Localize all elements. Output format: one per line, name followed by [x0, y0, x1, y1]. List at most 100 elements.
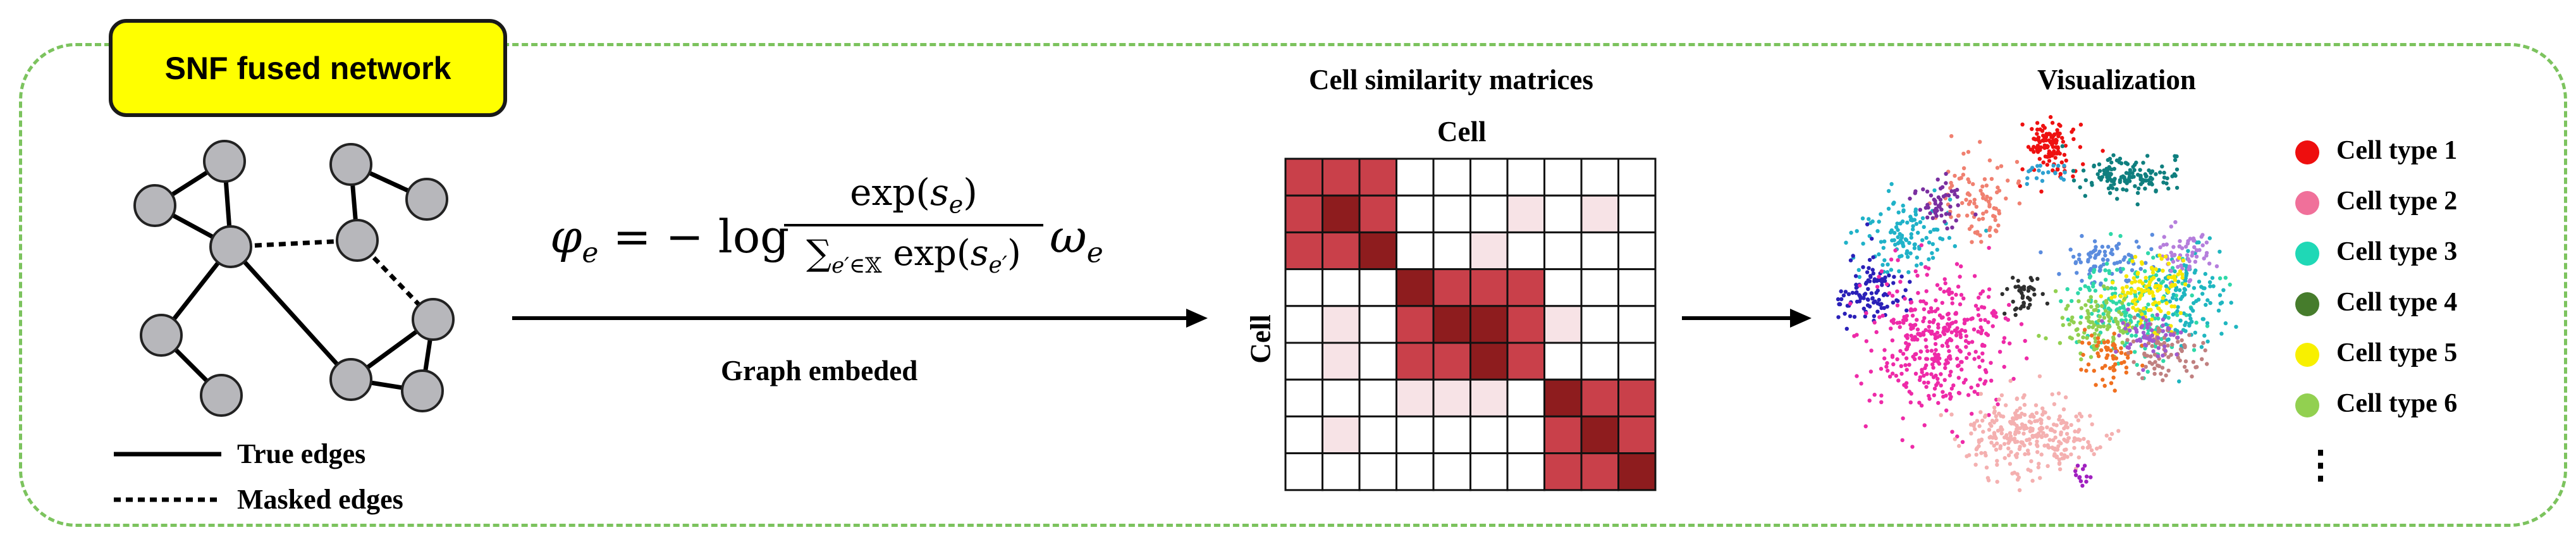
embedding-point [2173, 269, 2177, 274]
embedding-point [2166, 355, 2171, 359]
embedding-point [2051, 168, 2055, 173]
embedding-point [2103, 364, 2107, 368]
embedding-point [2136, 313, 2140, 318]
embedding-point [1946, 338, 1950, 343]
embedding-point [2092, 164, 2096, 169]
embedding-point [2044, 138, 2048, 142]
embedding-point [1882, 239, 1887, 244]
matrix-cell [1543, 452, 1583, 491]
embedding-point [1913, 323, 1918, 327]
cell-type-swatch [2295, 393, 2319, 417]
embedding-point [2092, 331, 2097, 336]
embedding-point [2107, 191, 2113, 195]
embedding-point [1879, 212, 1883, 216]
embedding-point [2008, 438, 2013, 442]
embedding-point [1868, 221, 1873, 225]
embedding-point [2140, 281, 2145, 286]
embedding-point [2110, 186, 2115, 190]
embedding-point [2146, 302, 2150, 307]
embedding-point [2075, 437, 2080, 441]
embedding-point [2047, 438, 2052, 442]
embedding-point [2045, 144, 2050, 149]
embedding-point [2157, 253, 2162, 257]
embedding-point [2194, 320, 2199, 325]
embedding-point [1972, 201, 1977, 206]
embedding-point [2163, 349, 2168, 353]
embedding-point [2178, 311, 2183, 316]
embedding-point [1984, 197, 1989, 202]
cell-type-label: Cell type 4 [2336, 288, 2458, 317]
embedding-point [2050, 392, 2054, 397]
embedding-point [2001, 340, 2006, 344]
embedding-point [2027, 169, 2031, 174]
embedding-point [1904, 308, 1909, 312]
graph-node [401, 369, 444, 412]
embedding-point [1890, 293, 1895, 298]
embedding-point [1837, 302, 1842, 306]
embedding-point [2179, 263, 2183, 268]
embedding-point [1849, 230, 1853, 235]
embedding-point [2017, 201, 2022, 206]
embedding-point [1904, 334, 1908, 338]
embedding-point [2200, 357, 2204, 361]
embedding-point [1966, 177, 1970, 182]
embedding-point [2017, 447, 2022, 452]
embedding-point [1910, 313, 1915, 318]
embedding-point [2176, 280, 2181, 284]
umap-scatter [1836, 114, 2238, 493]
embedding-point [1964, 345, 1968, 349]
graph-node [329, 143, 372, 186]
embedding-point [2155, 312, 2159, 317]
embedding-point [2029, 459, 2033, 464]
embedding-point [1923, 338, 1928, 342]
embedding-point [2119, 346, 2123, 350]
embedding-point [2071, 137, 2076, 142]
embedding-point [2087, 315, 2091, 319]
embedding-point [2063, 144, 2068, 148]
embedding-point [2143, 353, 2147, 358]
embedding-point [1890, 338, 1895, 343]
embedding-point [2116, 320, 2120, 324]
embedding-point [1932, 332, 1937, 337]
embedding-point [2119, 312, 2124, 316]
embedding-point [1886, 206, 1891, 211]
graph-node [133, 184, 176, 227]
embedding-point [1969, 385, 1973, 390]
embedding-point [1937, 361, 1942, 366]
embedding-point [1918, 207, 1922, 212]
embedding-point [2150, 343, 2154, 349]
embedding-point [2068, 247, 2073, 252]
embedding-point [2058, 123, 2063, 128]
matrix-cell [1322, 268, 1361, 307]
embedding-point [2165, 338, 2169, 342]
embedding-point [1867, 266, 1871, 270]
embedding-point [2140, 376, 2145, 381]
embedding-point [1953, 328, 1958, 333]
matrix-cell [1580, 342, 1619, 381]
embedding-point [2169, 269, 2173, 273]
embedding-point [2131, 276, 2136, 280]
matrix-cell [1284, 342, 1323, 381]
embedding-point [2157, 287, 2162, 292]
matrix-cell [1506, 415, 1545, 455]
embedding-point [1947, 392, 1952, 396]
embedding-point [1906, 255, 1910, 259]
embedding-point [1891, 371, 1895, 376]
embedding-point [2166, 368, 2171, 373]
embedding-point [2135, 190, 2140, 195]
embedding-point [2150, 233, 2154, 237]
embedding-point [2062, 163, 2066, 168]
embedding-point [2077, 412, 2082, 416]
matrix-cell [1322, 231, 1361, 271]
embedding-point [2016, 475, 2021, 480]
embedding-point [2099, 294, 2103, 299]
embedding-point [1961, 151, 1966, 156]
embedding-point [1942, 277, 1947, 281]
embedding-point [2179, 330, 2183, 335]
embedding-point [1898, 349, 1903, 354]
embedding-point [2035, 132, 2039, 136]
embedding-point [2097, 169, 2102, 173]
embedding-point [1957, 443, 1961, 448]
embedding-point [2064, 431, 2070, 436]
embedding-point [2107, 436, 2113, 441]
